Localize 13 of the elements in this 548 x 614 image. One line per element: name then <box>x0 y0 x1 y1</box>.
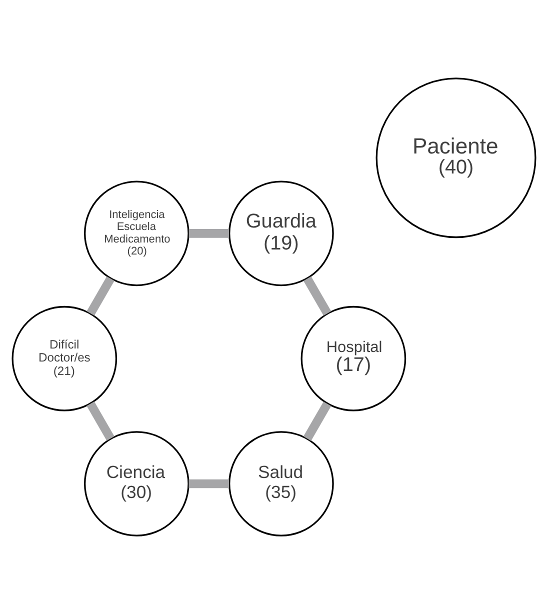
node-circle: Inteligencia Escuela Medicamento (20) <box>84 180 190 286</box>
node-circle: Hospital (17) <box>300 306 406 412</box>
connector <box>86 402 114 441</box>
connector <box>188 229 230 238</box>
connector <box>303 276 332 316</box>
node-circle: Ciencia (30) <box>84 431 190 536</box>
node-circle: Salud (35) <box>228 431 334 536</box>
connector <box>86 276 114 316</box>
node-circle: Guardia (19) <box>228 180 334 286</box>
node-circle: Difícil Doctor/es (21) <box>12 306 118 412</box>
node-circle: Paciente (40) <box>376 78 536 238</box>
connector <box>303 402 332 441</box>
connector <box>188 479 229 488</box>
